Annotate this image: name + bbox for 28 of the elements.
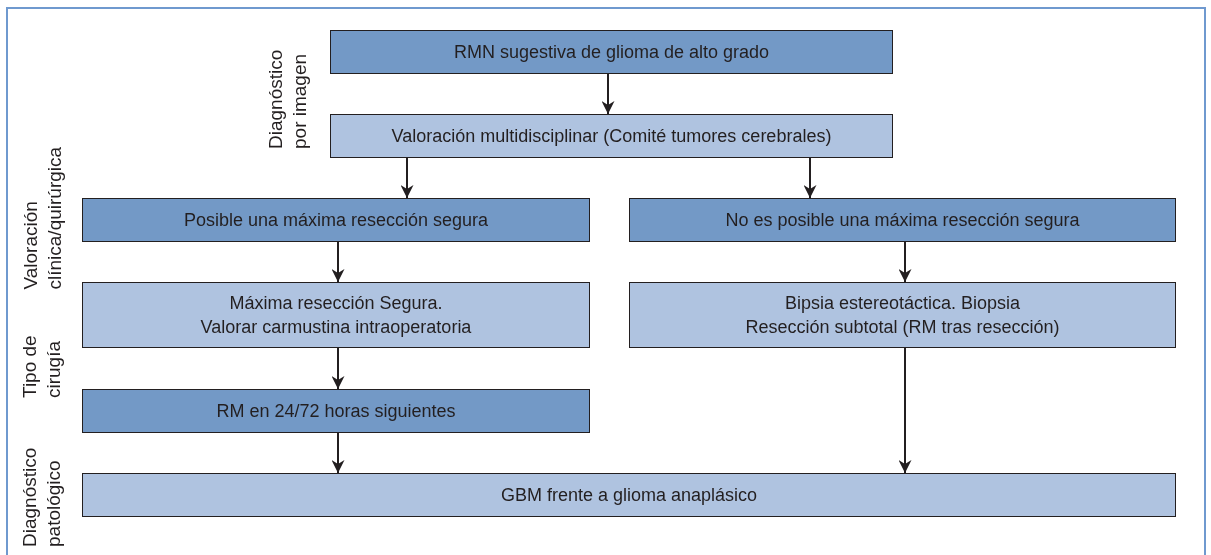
box-text: RM en 24/72 horas siguientes bbox=[216, 400, 456, 423]
box-text: RMN sugestiva de glioma de alto grado bbox=[453, 41, 770, 64]
process-box bbox=[82, 198, 590, 242]
box-text: GBM frente a glioma anaplásico bbox=[500, 484, 758, 507]
process-box bbox=[82, 389, 590, 433]
arrow bbox=[400, 157, 414, 199]
process-box bbox=[629, 198, 1176, 242]
stage-label: Valoración clínica/quirúrgica bbox=[18, 145, 66, 290]
arrow bbox=[331, 241, 345, 283]
arrow bbox=[898, 241, 912, 283]
arrow bbox=[331, 432, 345, 474]
box-text: Máxima resección Segura. Valorar carmustina intraoperatoria bbox=[199, 292, 473, 339]
arrow bbox=[601, 73, 615, 115]
arrow bbox=[898, 347, 912, 474]
box-text: Posible una máxima resección segura bbox=[183, 209, 489, 232]
box-text: Bipsia estereotáctica. Biopsia Resección subtotal (RM tras resección) bbox=[744, 292, 1061, 339]
box-text: Valoración multidisciplinar (Comité tumores cerebrales) bbox=[391, 125, 832, 148]
stage-label: Diagnóstico por imagen bbox=[264, 48, 311, 149]
process-box bbox=[629, 282, 1176, 348]
stage-label: Tipo de cirugía bbox=[18, 334, 65, 398]
arrow bbox=[803, 157, 817, 199]
stage-label: Diagnóstico patológico bbox=[18, 446, 65, 547]
box-text: No es posible una máxima resección segura bbox=[725, 209, 1080, 232]
process-box bbox=[82, 282, 590, 348]
arrow bbox=[331, 347, 345, 390]
process-box bbox=[330, 30, 893, 74]
process-box bbox=[82, 473, 1176, 517]
process-box bbox=[330, 114, 893, 158]
